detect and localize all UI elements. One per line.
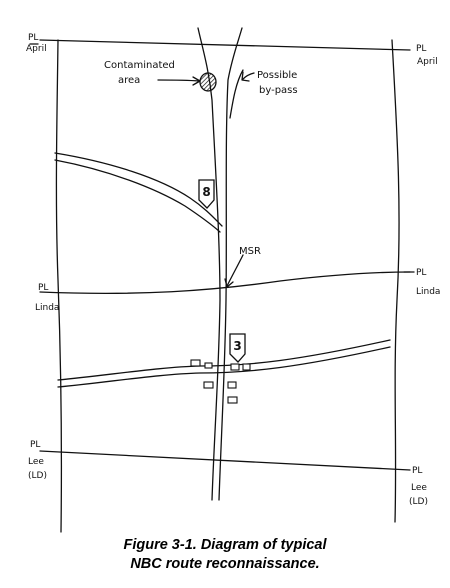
map-edge-left bbox=[55, 39, 63, 533]
marker-lower-number: 3 bbox=[233, 339, 241, 353]
building bbox=[203, 381, 214, 389]
marker-upper-sign bbox=[198, 179, 215, 209]
msr-road-right-edge bbox=[218, 27, 243, 501]
marker-upper-number: 8 bbox=[202, 185, 210, 199]
pl-lee-right-label: PL Lee (LD) bbox=[409, 466, 430, 507]
lower-road-bottom-edge bbox=[57, 346, 391, 388]
phase-line-april bbox=[39, 39, 411, 51]
building bbox=[227, 381, 237, 389]
buildings bbox=[190, 359, 251, 404]
msr-arrowhead bbox=[224, 278, 234, 288]
upper-road-top-edge bbox=[54, 152, 223, 227]
pl-april-right-label: PL April bbox=[416, 44, 438, 67]
bypass-pointer bbox=[242, 72, 255, 80]
pl-april-left-label: PL April bbox=[26, 33, 47, 54]
figure-caption-line-2: NBC route reconnaissance. bbox=[130, 556, 320, 572]
possible-bypass-label: Possible by-pass bbox=[257, 70, 300, 96]
upper-road-bottom-edge bbox=[54, 159, 221, 233]
building bbox=[204, 362, 213, 369]
figure-caption-line-1: Figure 3-1. Diagram of typical bbox=[123, 537, 327, 553]
contaminated-pointer bbox=[157, 79, 200, 82]
phase-line-lee bbox=[39, 450, 411, 471]
building bbox=[230, 363, 240, 371]
msr-pointer bbox=[226, 254, 244, 287]
bypass-arrowhead bbox=[241, 71, 250, 82]
msr-road-left-edge bbox=[197, 27, 221, 501]
contaminated-area-mark bbox=[199, 72, 217, 92]
pl-linda-left-label: PL Linda bbox=[35, 283, 59, 313]
building bbox=[242, 363, 251, 371]
contaminated-area-label: Contaminated area bbox=[104, 60, 178, 86]
phase-line-linda bbox=[39, 271, 411, 295]
marker-lower-sign bbox=[229, 333, 246, 363]
msr-label: MSR bbox=[239, 246, 261, 257]
bypass-route bbox=[229, 69, 244, 119]
map-edge-right bbox=[391, 39, 400, 523]
pl-linda-right-label: PL Linda bbox=[416, 268, 440, 297]
building bbox=[227, 396, 238, 404]
pl-lee-left-label: PL Lee (LD) bbox=[28, 440, 47, 481]
building bbox=[190, 359, 201, 367]
